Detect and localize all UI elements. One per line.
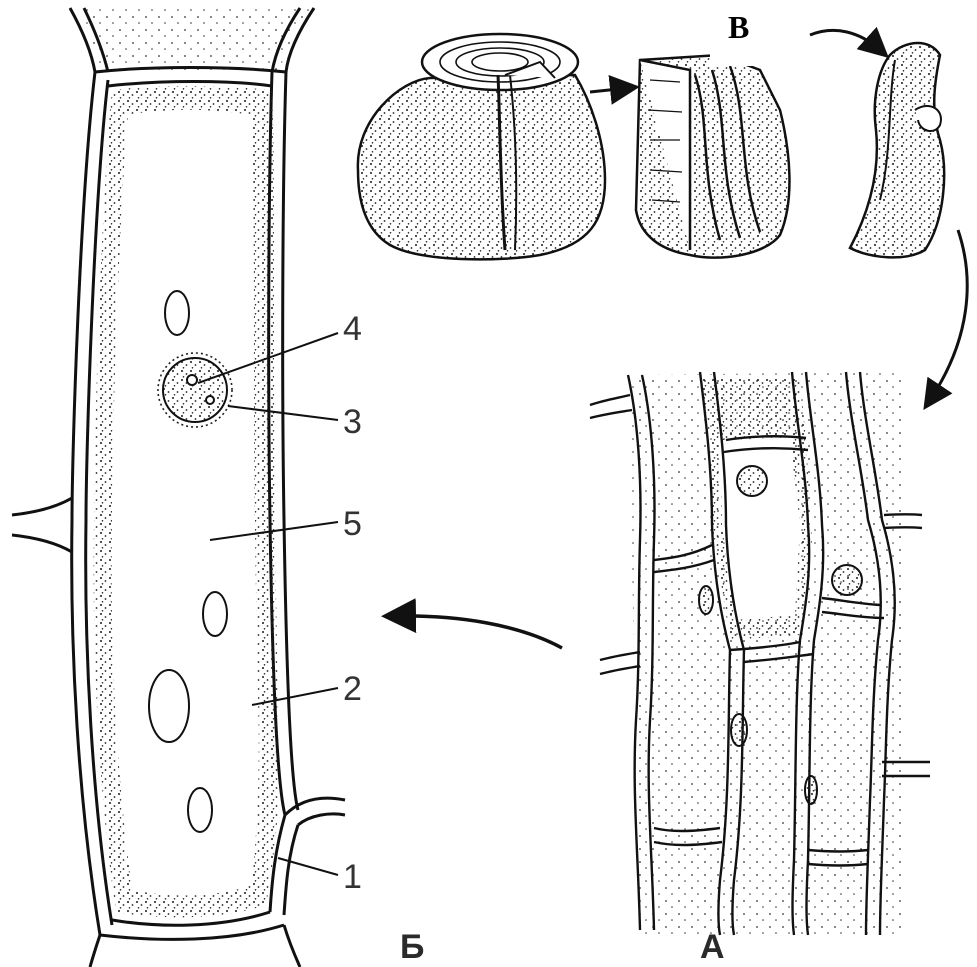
bulb-scale: [850, 43, 944, 257]
label-5: 5: [343, 505, 362, 543]
label-box-v: [710, 0, 805, 66]
cell-nucleus: [832, 565, 862, 595]
bulb-whole: [358, 75, 605, 259]
nucleolus: [206, 396, 214, 404]
cell-nucleus: [805, 776, 817, 804]
panel-a-epidermis: А: [590, 372, 930, 966]
panel-label-v: В: [728, 9, 749, 45]
plastid: [188, 788, 212, 832]
cell-nucleus: [699, 586, 713, 614]
cell-nucleus: [737, 466, 767, 496]
label-3: 3: [343, 403, 362, 441]
plastid: [165, 291, 189, 335]
label-4: 4: [343, 310, 362, 348]
label-2: 2: [343, 670, 362, 708]
panel-v-onion-bulb: В: [358, 0, 967, 400]
plastid: [203, 592, 227, 636]
panel-label-a: А: [700, 928, 725, 966]
arrow-a-to-b: [395, 616, 562, 648]
cell-nucleus: [731, 714, 747, 746]
nucleolus: [187, 375, 197, 385]
label-1: 1: [343, 858, 362, 896]
plastid: [149, 670, 189, 742]
panel-label-b: Б: [400, 928, 424, 966]
